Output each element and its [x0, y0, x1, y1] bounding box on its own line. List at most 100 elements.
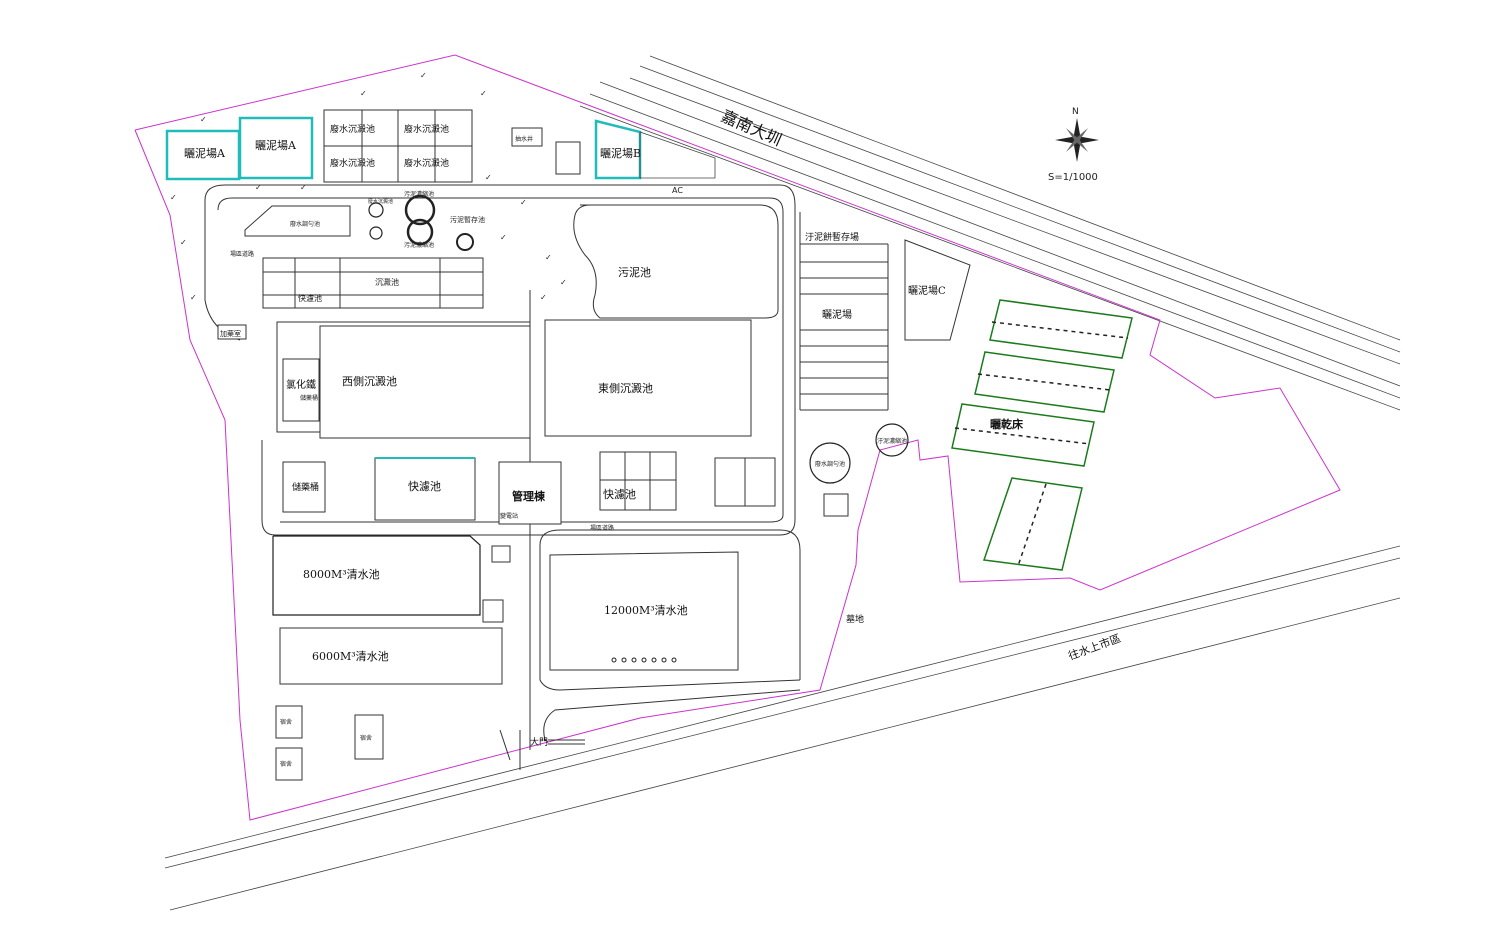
sludge-thickener-2-label: 污泥濃縮池	[404, 241, 434, 249]
east-sed-label: 東側沉澱池	[598, 382, 653, 395]
pump-well	[511, 127, 543, 147]
waste-sed-small-circle	[368, 202, 384, 218]
canal-label-text: 嘉南大圳	[718, 106, 784, 149]
chem-store-1	[282, 358, 320, 422]
plant-road-label-1: 場區道路	[230, 250, 254, 258]
sludge-cake-storage-label: 汙泥餅暫存場	[805, 231, 859, 243]
rapid-filter-east	[599, 451, 677, 511]
sludge-yard-c-label: 曬泥場C	[908, 284, 946, 297]
svg-text:✓: ✓	[485, 173, 492, 182]
rapid-filter-top-label: 快濾池	[298, 293, 322, 303]
svg-text:✓: ✓	[545, 253, 552, 262]
svg-text:✓: ✓	[500, 233, 507, 242]
sludge-yard-b-label: 曬泥場B	[600, 147, 641, 160]
scale-label: S=1/1000	[1048, 172, 1098, 183]
west-sed-label: 西側沉澱池	[342, 375, 397, 388]
clear-water-8000	[272, 535, 481, 616]
waste-sed-2-label: 廢水沉澱池	[404, 123, 449, 135]
sludge-concentrate-circle	[875, 423, 909, 457]
small-building	[491, 545, 511, 563]
cemetery-marker-box	[823, 493, 849, 517]
sludge-yard-c	[904, 239, 971, 341]
sludge-thickener-2	[406, 218, 434, 246]
sludge-pond	[573, 204, 779, 319]
clear-water-8000-label: 8000M³清水池	[303, 568, 380, 581]
svg-text:✓: ✓	[300, 183, 307, 192]
compass-icon: N	[1055, 107, 1099, 162]
dorm-1	[275, 705, 303, 739]
svg-text:✓: ✓	[360, 89, 367, 98]
svg-text:✓: ✓	[180, 238, 187, 247]
waste-equalization-label: 廢水調勻池	[290, 220, 320, 228]
plant-road-label-2: 場區道路	[590, 524, 614, 532]
waste-sed-small-label: 廢水沉澱池	[368, 198, 393, 205]
sludge-thickener-1	[404, 194, 436, 226]
waste-equalization-tank	[244, 205, 351, 237]
yard-b-extension	[639, 131, 716, 179]
substation-label: 變電站	[500, 512, 518, 520]
waste-adjust-label: 廢水調勻池	[815, 460, 845, 468]
sludge-temp-pool-label: 污泥暫存池	[450, 215, 485, 224]
dosing-room-label: 加藥室	[220, 329, 241, 338]
west-sedimentation-pond	[319, 325, 531, 439]
gate-house	[482, 599, 504, 623]
svg-text:✓: ✓	[200, 115, 207, 124]
dorm-2	[275, 747, 303, 781]
tree-markers: ✓ ✓ ✓ ✓ ✓ ✓ ✓ ✓ ✓ ✓ ✓ ✓ ✓ ✓ ✓	[170, 71, 567, 302]
sludge-yard-a2-label: 曬泥場A	[255, 139, 297, 152]
chem-store-3-label: 儲藥桶	[300, 394, 318, 402]
dorm-3-label: 宿舍	[360, 734, 372, 742]
waste-sed-4-label: 廢水沉澱池	[404, 157, 449, 169]
drying-beds	[951, 299, 1133, 571]
chem-store-2	[282, 461, 326, 513]
svg-text:✓: ✓	[540, 293, 547, 302]
clear-water-12000-label: 12000M³清水池	[604, 604, 688, 617]
svg-text:✓: ✓	[170, 193, 177, 202]
rapid-filter-east-label: 快濾池	[603, 487, 636, 501]
svg-text:✓: ✓	[255, 183, 262, 192]
road-lines-south	[164, 545, 1401, 911]
dorm-3	[354, 714, 384, 760]
svg-text:✓: ✓	[480, 89, 487, 98]
sludge-concentrate-label: 汙泥濃縮池	[877, 437, 907, 445]
sludge-drying-yard-label: 曬泥場	[822, 308, 852, 321]
process-block-top	[262, 257, 484, 309]
svg-text:✓: ✓	[520, 198, 527, 207]
svg-text:✓: ✓	[190, 293, 197, 302]
admin-building-label: 管理棟	[512, 489, 546, 503]
road-bottom-label: 往水上市區	[1066, 631, 1122, 663]
chem-store-1-label: 氯化鐵	[286, 378, 316, 391]
drying-bed-label: 曬乾床	[990, 417, 1024, 431]
admin-building	[498, 461, 562, 525]
waste-sed-grid	[323, 109, 473, 183]
dorm-2-label: 宿舍	[280, 760, 292, 768]
pump-well-label: 抽水井	[515, 135, 533, 143]
clear-water-12000-ports	[611, 657, 677, 663]
north-label: N	[1072, 107, 1079, 117]
site-boundary	[134, 54, 1341, 821]
sludge-pond-label: 污泥池	[618, 266, 651, 279]
clear-water-12000	[549, 551, 739, 671]
sludge-yard-a1-label: 曬泥場A	[184, 147, 226, 160]
sed-top-label: 沉澱池	[375, 277, 399, 287]
road-lines-northeast	[579, 55, 1401, 411]
sludge-drying-yard	[799, 212, 889, 411]
svg-text:✓: ✓	[560, 278, 567, 287]
dosing-room	[217, 324, 247, 340]
clear-water-6000	[279, 627, 503, 685]
machine-room	[555, 141, 581, 175]
svg-text:✓: ✓	[420, 71, 427, 80]
waste-sed-3-label: 廢水沉澱池	[330, 157, 375, 169]
clear-water-6000-label: 6000M³清水池	[312, 650, 389, 663]
gate-label: 大門	[530, 736, 548, 748]
ac-label: AC	[672, 186, 683, 195]
cemetery-label: 墓地	[846, 613, 864, 625]
east-sedimentation-pond	[544, 319, 752, 437]
sludge-temp-pool-icon	[456, 233, 474, 251]
rapid-filter-mid-label: 快濾池	[408, 479, 441, 493]
small-circle-2	[369, 226, 383, 240]
canal-label: 嘉南大圳	[718, 106, 784, 149]
waste-sed-1-label: 廢水沉澱池	[330, 123, 375, 135]
sludge-thickener-1-label: 污泥濃縮池	[404, 190, 434, 198]
